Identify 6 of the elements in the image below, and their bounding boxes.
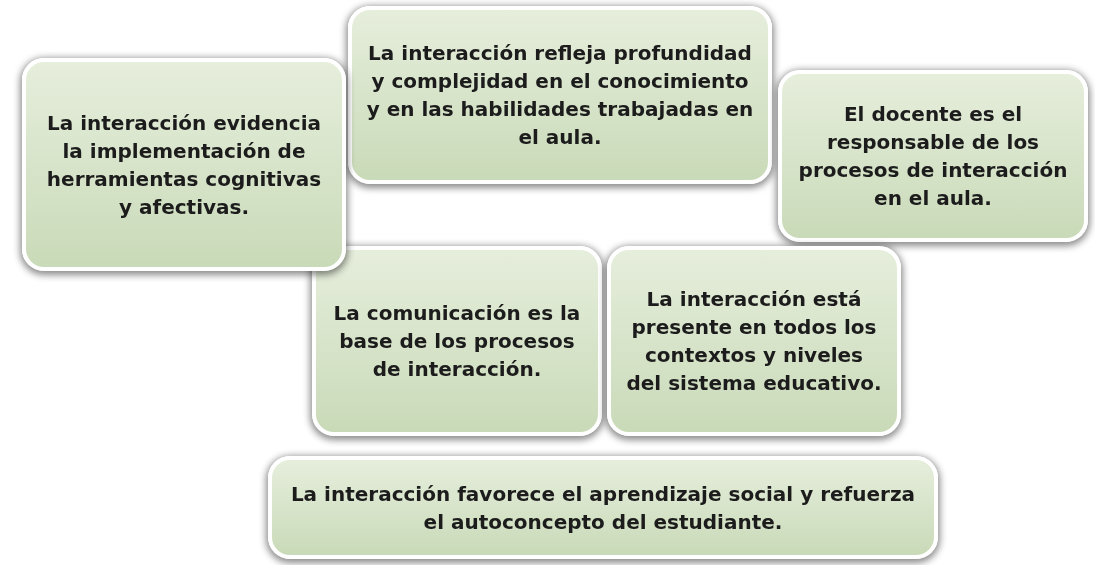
- box-text: La interacción refleja profundidad y complejidad en el conocimiento y en las habilidades trabajadas en el aula.: [366, 40, 754, 151]
- box-text: La comunicación es la base de los procesos de interacción.: [332, 300, 582, 383]
- box-text: La interacción favorece el aprendizaje social y refuerza el autoconcepto del estudiante.: [289, 480, 917, 536]
- box-text: La interacción evidencia la implementación de herramientas cognitivas y afectivas.: [45, 109, 323, 221]
- box-text: El docente es el responsable de los procesos de interacción en el aula.: [797, 101, 1069, 212]
- box-text: La interacción está presente en todos los contextos y niveles del sistema educativo.: [625, 286, 883, 397]
